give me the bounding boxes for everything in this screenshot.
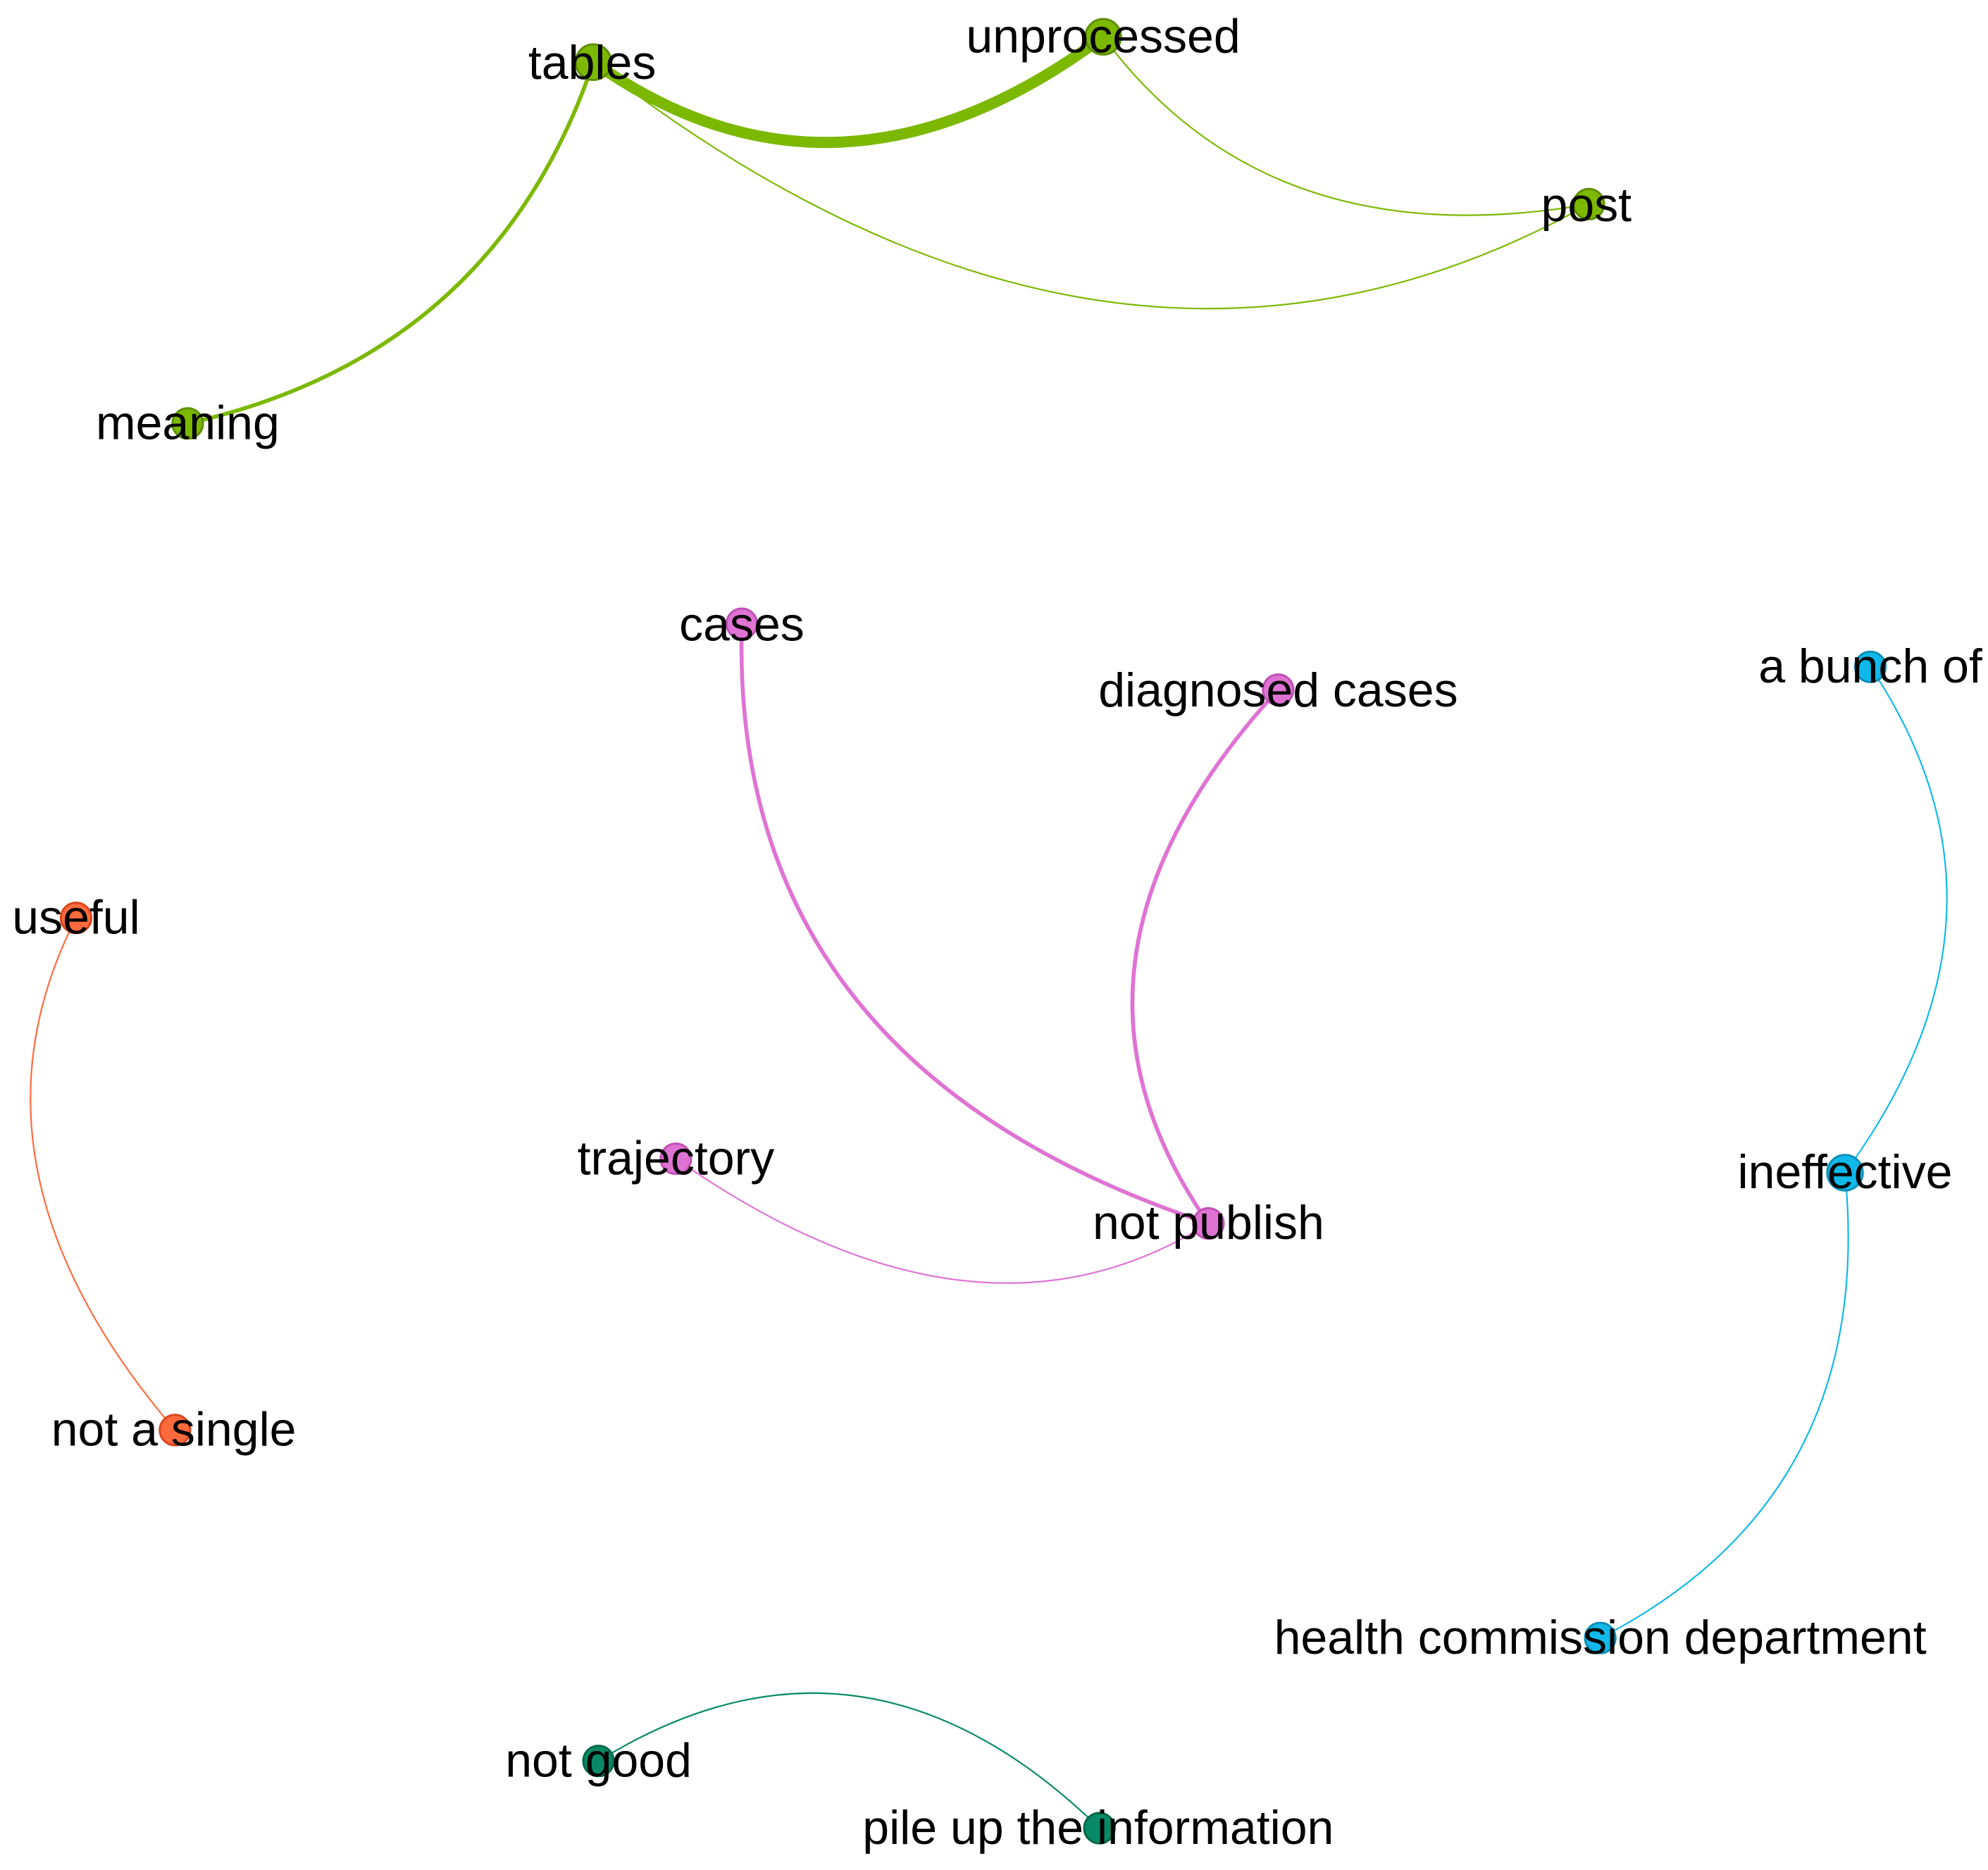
node-post[interactable] [1572,187,1605,220]
edge-not-good-pile-up-the-information [597,1692,1100,1829]
nodes-layer [59,18,1887,1845]
node-not-a-single[interactable] [159,1414,192,1447]
edge-tables-meaning [185,60,596,425]
node-pile-up-the-information[interactable] [1083,1812,1116,1845]
node-ineffective[interactable] [1826,1154,1864,1192]
edge-a-bunch-of-ineffective [1844,666,1948,1174]
edge-tables-unprocessed [588,31,1109,148]
node-label-diagnosed-cases: diagnosed cases [1098,663,1458,717]
edge-diagnosed-cases-not-publish [1130,687,1281,1226]
edge-useful-not-a-single [30,917,176,1431]
node-label-a-bunch-of: a bunch of [1758,640,1982,693]
node-a-bunch-of[interactable] [1853,650,1887,683]
edge-unprocessed-post [1102,36,1590,216]
node-label-not-a-single: not a single [51,1403,297,1457]
node-unprocessed[interactable] [1084,18,1122,56]
node-cases[interactable] [725,607,759,640]
node-not-good[interactable] [582,1745,615,1778]
node-label-unprocessed: unprocessed [966,9,1240,63]
node-label-trajectory: trajectory [578,1131,775,1185]
node-label-ineffective: ineffective [1738,1145,1953,1199]
node-diagnosed-cases[interactable] [1262,673,1295,706]
node-not-publish[interactable] [1192,1207,1225,1240]
edge-tables-post [592,61,1590,310]
edge-trajectory-not-publish [675,1158,1210,1284]
node-label-useful: useful [12,890,139,944]
node-label-tables: tables [528,36,656,89]
node-label-meaning: meaning [96,396,280,449]
node-label-pile-up-the-information: pile up the information [862,1801,1334,1855]
node-tables[interactable] [574,43,613,81]
node-label-cases: cases [679,598,804,652]
node-label-post: post [1541,178,1632,232]
edge-cases-not-publish [739,621,1211,1226]
node-label-not-publish: not publish [1093,1196,1324,1249]
edges-layer [30,31,1948,1829]
node-meaning[interactable] [171,407,204,440]
node-trajectory[interactable] [659,1142,692,1176]
labels-layer: tables unprocessed post meaning cases diagnos… [12,9,1982,1854]
node-label-health-commission-department: health commission department [1274,1611,1927,1664]
node-label-not-good: not good [505,1733,692,1787]
node-useful[interactable] [59,902,93,935]
edge-ineffective-health-commission-department [1599,1171,1849,1639]
node-health-commission-department[interactable] [1584,1621,1617,1654]
